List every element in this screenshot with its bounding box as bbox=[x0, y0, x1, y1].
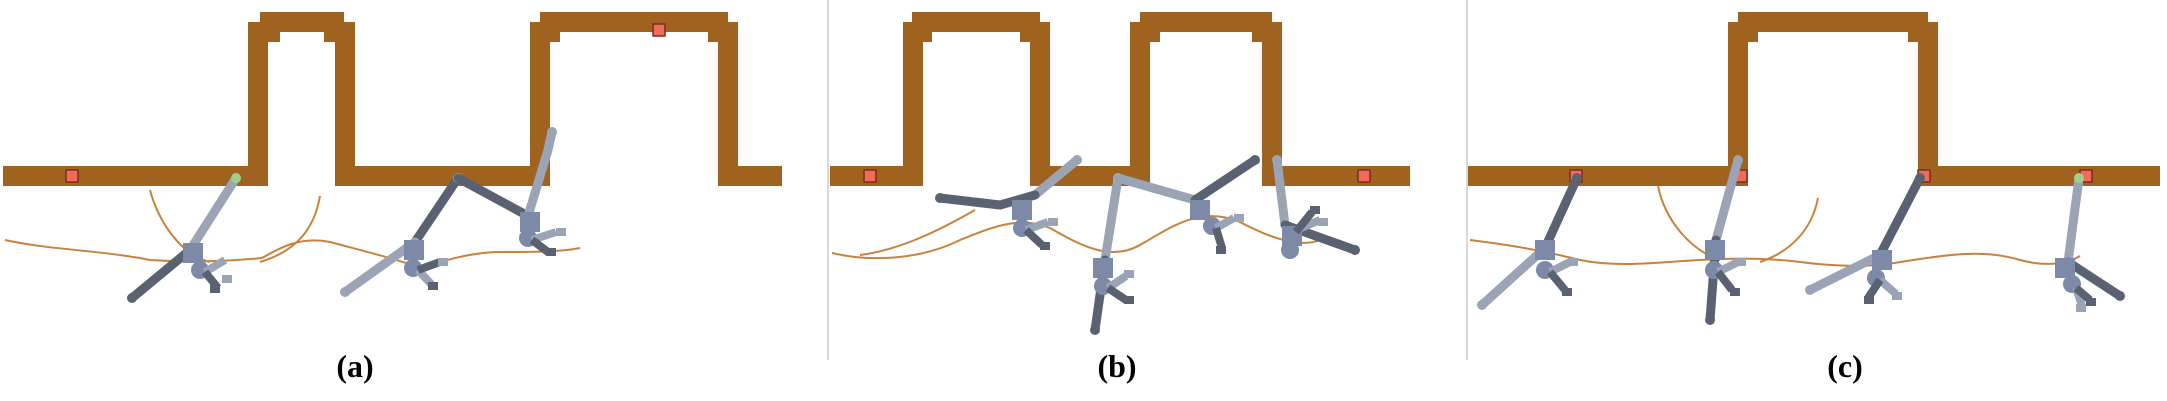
panel-label-a: (a) bbox=[336, 348, 374, 384]
trajectory bbox=[831, 209, 1321, 260]
wall-profile bbox=[1468, 12, 2160, 186]
panel-label-c: (c) bbox=[1827, 348, 1863, 384]
panel-b bbox=[830, 12, 1410, 335]
humanoid-climber-figure bbox=[340, 173, 463, 297]
humanoid-climber-figure bbox=[1113, 155, 1260, 254]
wall-profile bbox=[830, 12, 1410, 186]
humanoid-climber-figure bbox=[2055, 173, 2125, 312]
wall-profile bbox=[3, 12, 782, 186]
panel-c bbox=[1468, 12, 2160, 325]
trajectory bbox=[1469, 185, 2081, 267]
handhold-marker bbox=[652, 23, 666, 37]
humanoid-climber-figure bbox=[1705, 155, 1746, 325]
humanoid-climber-figure bbox=[1272, 155, 1360, 259]
handhold-marker bbox=[65, 169, 79, 183]
humanoid-climber-figure bbox=[127, 173, 241, 303]
panel-label-b: (b) bbox=[1097, 348, 1137, 384]
humanoid-climber-figure bbox=[1805, 173, 1925, 304]
panel-a bbox=[3, 12, 782, 303]
humanoid-climber-figure bbox=[935, 155, 1082, 250]
humanoid-climber-figure bbox=[1477, 173, 1582, 310]
humanoid-climber-figure bbox=[1090, 173, 1134, 335]
handhold-marker bbox=[1357, 169, 1371, 183]
handhold-marker bbox=[863, 169, 877, 183]
humanoid-climber-figure bbox=[453, 127, 566, 256]
